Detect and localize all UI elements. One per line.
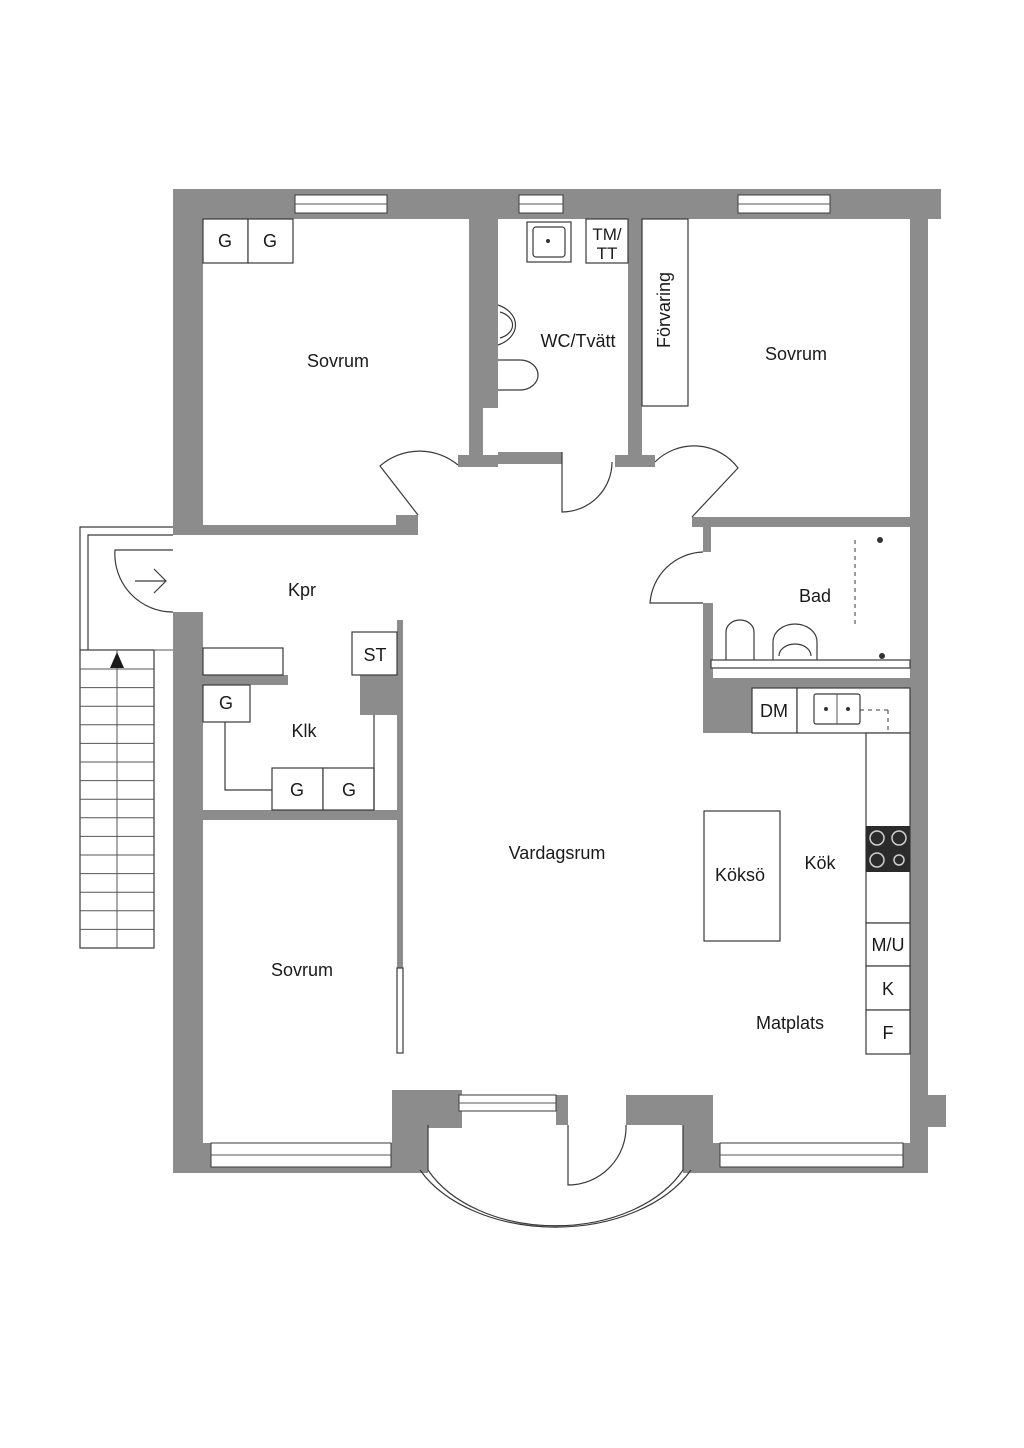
doors	[114, 445, 739, 1186]
room-label-bath: Bad	[799, 586, 831, 606]
room-label-wc: WC/Tvätt	[541, 331, 616, 351]
st-label: ST	[363, 645, 386, 665]
dryer-label: TT	[597, 244, 618, 263]
exterior-walls	[173, 189, 946, 1173]
bay-window	[427, 1125, 684, 1227]
entrance-door	[114, 549, 174, 613]
wardrobe	[202, 684, 251, 723]
wardrobe	[247, 218, 294, 264]
wardrobe	[271, 767, 324, 811]
micro-oven-label: M/U	[872, 935, 905, 955]
washer-dryer	[585, 218, 629, 264]
room-label-island: Köksö	[715, 865, 765, 885]
wardrobe-label: G	[263, 231, 277, 251]
storage-cabinet	[641, 218, 689, 407]
room-label-bedroom-nw: Sovrum	[307, 351, 369, 371]
room-label-closet: Klk	[291, 721, 317, 741]
freezer	[865, 1009, 911, 1055]
entrance-arrow-icon	[135, 568, 167, 594]
room-label-dining: Matplats	[756, 1013, 824, 1033]
bath-counter	[710, 659, 911, 669]
wc-toilet	[498, 359, 539, 391]
wc-washbasin	[497, 304, 517, 346]
st-cabinet	[351, 631, 398, 676]
hall-shelf	[202, 647, 284, 676]
wardrobe-label: G	[290, 780, 304, 800]
windows	[210, 194, 904, 1168]
room-label-bedroom-sw: Sovrum	[271, 960, 333, 980]
exterior-stairs	[79, 526, 173, 949]
wardrobe-label: G	[342, 780, 356, 800]
room-label-living: Vardagsrum	[509, 843, 606, 863]
washer-label: TM/	[592, 225, 622, 244]
room-label-storage: Förvaring	[654, 272, 674, 348]
room-label-hall: Kpr	[288, 580, 316, 600]
room-label-bedroom-ne: Sovrum	[765, 344, 827, 364]
bath-sink	[772, 623, 818, 660]
interior-walls	[203, 215, 910, 968]
fridge-label: K	[882, 979, 894, 999]
kitchen-island	[703, 810, 781, 942]
stair-arrow-icon	[110, 652, 124, 668]
wardrobe-label: G	[219, 693, 233, 713]
room-label-kitchen: Kök	[804, 853, 836, 873]
bath-toilet	[725, 619, 755, 660]
dishwasher-label: DM	[760, 701, 788, 721]
wardrobe	[202, 218, 249, 264]
wardrobe-label: G	[218, 231, 232, 251]
freezer-label: F	[883, 1023, 894, 1043]
